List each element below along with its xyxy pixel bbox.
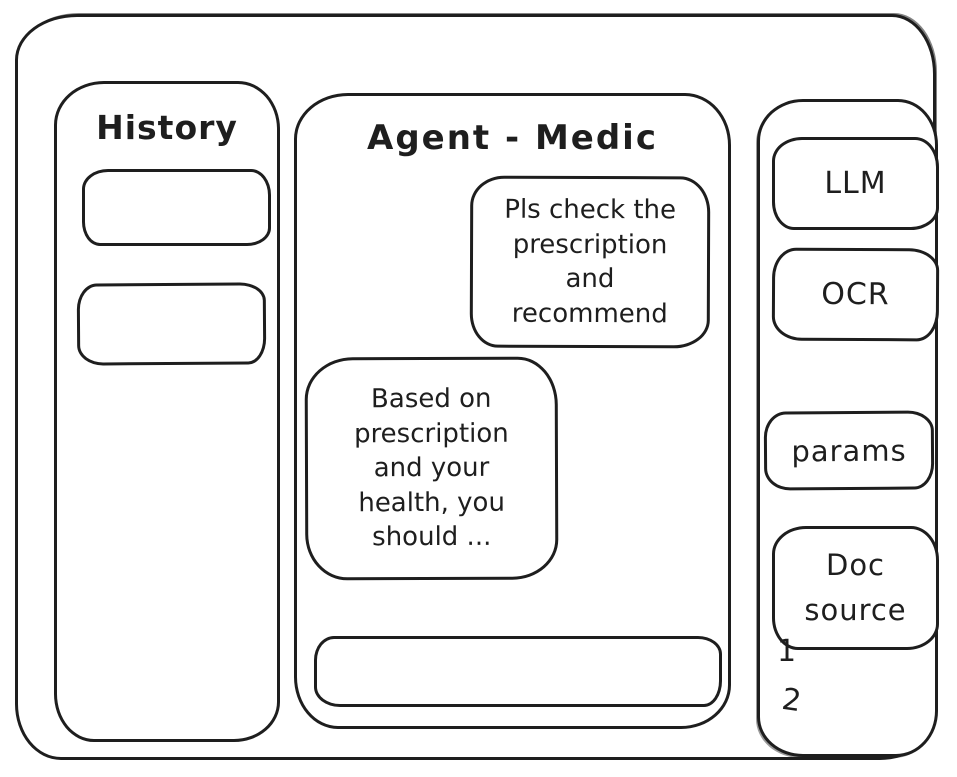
user-message-bubble: Pls check the prescription and recommend — [469, 175, 711, 349]
doc-source-button-label: Doc source — [804, 548, 907, 627]
tools-sidebar: LLM OCR params Doc source 1 2 — [757, 99, 940, 757]
assistant-message-text: Based on prescription and your health, y… — [353, 383, 509, 553]
history-item[interactable] — [76, 282, 267, 366]
llm-button[interactable]: LLM — [772, 137, 939, 230]
message-input[interactable] — [314, 636, 722, 707]
history-item[interactable] — [82, 169, 271, 246]
ocr-button[interactable]: OCR — [771, 247, 940, 342]
history-sidebar: History — [54, 81, 280, 742]
doc-source-list-item[interactable]: 2 — [779, 681, 804, 720]
doc-source-list-item[interactable]: 1 — [777, 634, 797, 669]
llm-button-label: LLM — [824, 166, 887, 201]
doc-source-button[interactable]: Doc source — [772, 526, 939, 650]
ocr-button-label: OCR — [821, 276, 890, 313]
user-message-text: Pls check the prescription and recommend — [504, 194, 677, 330]
assistant-message-bubble: Based on prescription and your health, y… — [304, 356, 559, 581]
params-button[interactable]: params — [763, 410, 935, 491]
chat-title: Agent - Medic — [367, 118, 658, 158]
history-title: History — [96, 108, 238, 147]
app-window-frame: History Agent - Medic Pls check the pres… — [15, 14, 940, 760]
chat-panel: Agent - Medic Pls check the prescription… — [294, 93, 731, 729]
params-button-label: params — [791, 433, 907, 468]
